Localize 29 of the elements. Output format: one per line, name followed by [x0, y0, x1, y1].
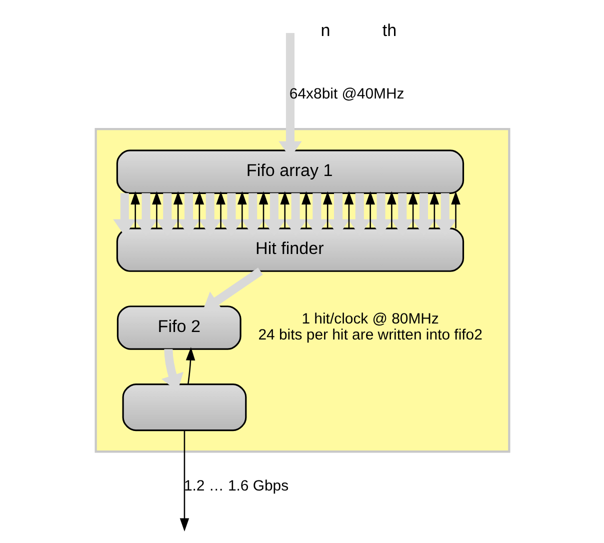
node-box: Fifo array 1	[116, 150, 464, 194]
arrow	[365, 191, 374, 228]
node-label: 24 bits per hit are written into fifo2	[258, 326, 482, 344]
arrow	[450, 191, 460, 228]
edge-label: 64x8bit @40MHz	[288, 85, 404, 102]
arrow	[280, 191, 290, 228]
arrow	[179, 430, 189, 532]
arrow	[258, 191, 268, 228]
arrow	[322, 191, 332, 228]
node-label: 1 hit/clock @ 80MHz	[301, 310, 438, 328]
node-box	[122, 384, 246, 432]
arrow	[185, 347, 195, 384]
node-box: Fifo 2	[116, 306, 241, 350]
label: th	[382, 20, 396, 40]
arrow	[216, 191, 225, 228]
arrow	[408, 191, 418, 228]
arrow	[237, 191, 246, 228]
edge-label: 1.2 … 1.6 Gbps	[183, 477, 288, 494]
arrow	[386, 191, 396, 228]
cluster	[94, 128, 510, 453]
arrow	[172, 191, 182, 228]
arrow	[344, 191, 354, 228]
arrow	[130, 191, 140, 228]
arrow	[429, 191, 439, 228]
label: n	[320, 20, 330, 40]
arrow	[301, 191, 310, 228]
arrow	[194, 191, 204, 228]
node-box: Hit finder	[116, 228, 464, 272]
arrow	[152, 191, 161, 228]
